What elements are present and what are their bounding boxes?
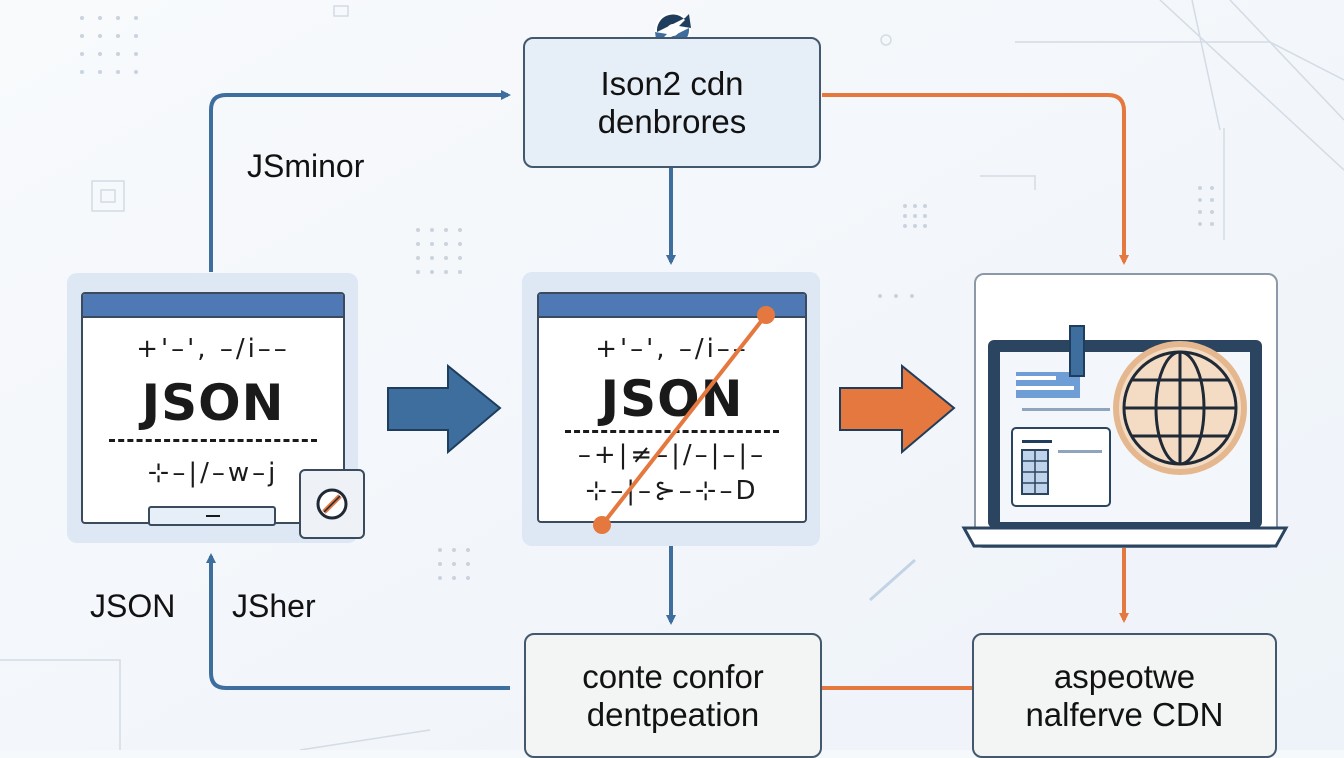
bottom-center-line-1: conte confor [582, 657, 764, 695]
decor-dot [923, 204, 927, 208]
decor-dot [1198, 222, 1202, 226]
center-doc-keyword: JSON [600, 370, 744, 428]
decor-dot [430, 228, 434, 232]
decor-dot [913, 204, 917, 208]
decor-dot [458, 270, 462, 274]
center-doc-line-1: +'–', –/i–– [595, 334, 749, 364]
decor-dot [134, 16, 138, 20]
diagonal-link-line [593, 306, 775, 534]
label-bottom-left-1: JSON [90, 588, 176, 624]
decor-dot [466, 548, 470, 552]
edit-icon[interactable] [299, 469, 365, 539]
bottom-center-box: conte confor dentpeation [524, 633, 822, 758]
decor-dot [1198, 198, 1202, 202]
link-start-node [757, 306, 775, 324]
decor-dot [458, 242, 462, 246]
decor-dot [134, 52, 138, 56]
left-doc-keyword: JSON [141, 374, 285, 432]
decor-dot [116, 70, 120, 74]
top-box-line-1: Ison2 cdn [600, 64, 744, 102]
decor-dot [98, 34, 102, 38]
decor-dot [416, 270, 420, 274]
decor-dot [444, 242, 448, 246]
laptop-icon [961, 325, 1289, 548]
center-doc-line-4: –+|≠–|/–|–|– [577, 440, 767, 470]
decor-dot [116, 52, 120, 56]
top-box-line-2: denbrores [597, 102, 747, 140]
decor-dot [1210, 210, 1214, 214]
center-doc-divider [565, 430, 779, 433]
globe-icon [1113, 341, 1247, 475]
label-bottom-left-2: JSher [232, 588, 316, 624]
top-process-box: Ison2 cdn denbrores [523, 37, 821, 168]
decor-dot [98, 16, 102, 20]
decor-dot [452, 548, 456, 552]
decor-dot [458, 228, 462, 232]
background-decoration [80, 16, 1214, 580]
decor-dot [466, 562, 470, 566]
decor-dot [466, 576, 470, 580]
decor-dot [444, 228, 448, 232]
left-doc-line-1: +'–', –/i–– [136, 334, 290, 364]
decor-dot [1198, 210, 1202, 214]
decor-dot [430, 256, 434, 260]
decor-dot [903, 224, 907, 228]
decor-dot [894, 294, 898, 298]
decor-dot [903, 204, 907, 208]
decor-dot [1210, 222, 1214, 226]
decor-dot [910, 294, 914, 298]
decor-dot [438, 548, 442, 552]
decor-dot [134, 70, 138, 74]
decor-dot [416, 228, 420, 232]
window-title-bar [83, 294, 343, 318]
left-doc-line-4: ⊹–|/–w–j [147, 458, 279, 488]
decor-dot [438, 576, 442, 580]
decor-dot [98, 70, 102, 74]
decor-dot [878, 294, 882, 298]
decor-dot [458, 256, 462, 260]
decor-dot [80, 70, 84, 74]
center-json-document: +'–', –/i–– JSON –+|≠–|/–|–|– ⊹–|–⊱–⊹–D [537, 292, 807, 523]
decor-dot [444, 270, 448, 274]
arrow-left-to-top [209, 90, 511, 272]
right-arrow-icon [839, 363, 956, 455]
arrow-top-to-right [822, 93, 1129, 265]
decor-dot [923, 214, 927, 218]
decor-dot [903, 214, 907, 218]
bottom-center-line-2: dentpeation [586, 695, 760, 733]
decor-dot [913, 224, 917, 228]
decor-dot [416, 256, 420, 260]
left-doc-divider [109, 439, 317, 442]
decor-dot [430, 270, 434, 274]
decor-dot [416, 242, 420, 246]
decor-dot [1210, 186, 1214, 190]
decor-dot [438, 562, 442, 566]
decor-dot [452, 576, 456, 580]
decor-dot [116, 16, 120, 20]
decor-dot [80, 16, 84, 20]
decor-dot [116, 34, 120, 38]
decor-dot [1210, 198, 1214, 202]
decor-dot [98, 52, 102, 56]
bottom-right-line-2: nalferve CDN [1025, 695, 1224, 733]
decor-dot [80, 52, 84, 56]
label-top-left: JSminor [247, 148, 365, 184]
decor-dot [452, 562, 456, 566]
decor-dot [913, 214, 917, 218]
left-doc-footer-bar [148, 506, 276, 526]
center-doc-line-5: ⊹–|–⊱–⊹–D [585, 476, 759, 506]
right-arrow-icon [387, 363, 502, 455]
bottom-right-line-1: aspeotwe [1053, 657, 1196, 695]
decor-dot [444, 256, 448, 260]
decor-dot [1198, 186, 1202, 190]
decor-dot [80, 34, 84, 38]
link-end-node [593, 516, 611, 534]
decor-dot [134, 34, 138, 38]
bottom-right-box: aspeotwe nalferve CDN [972, 633, 1277, 758]
decor-dot [923, 224, 927, 228]
decor-dot [430, 242, 434, 246]
arrow-bottom-to-left [206, 553, 510, 690]
